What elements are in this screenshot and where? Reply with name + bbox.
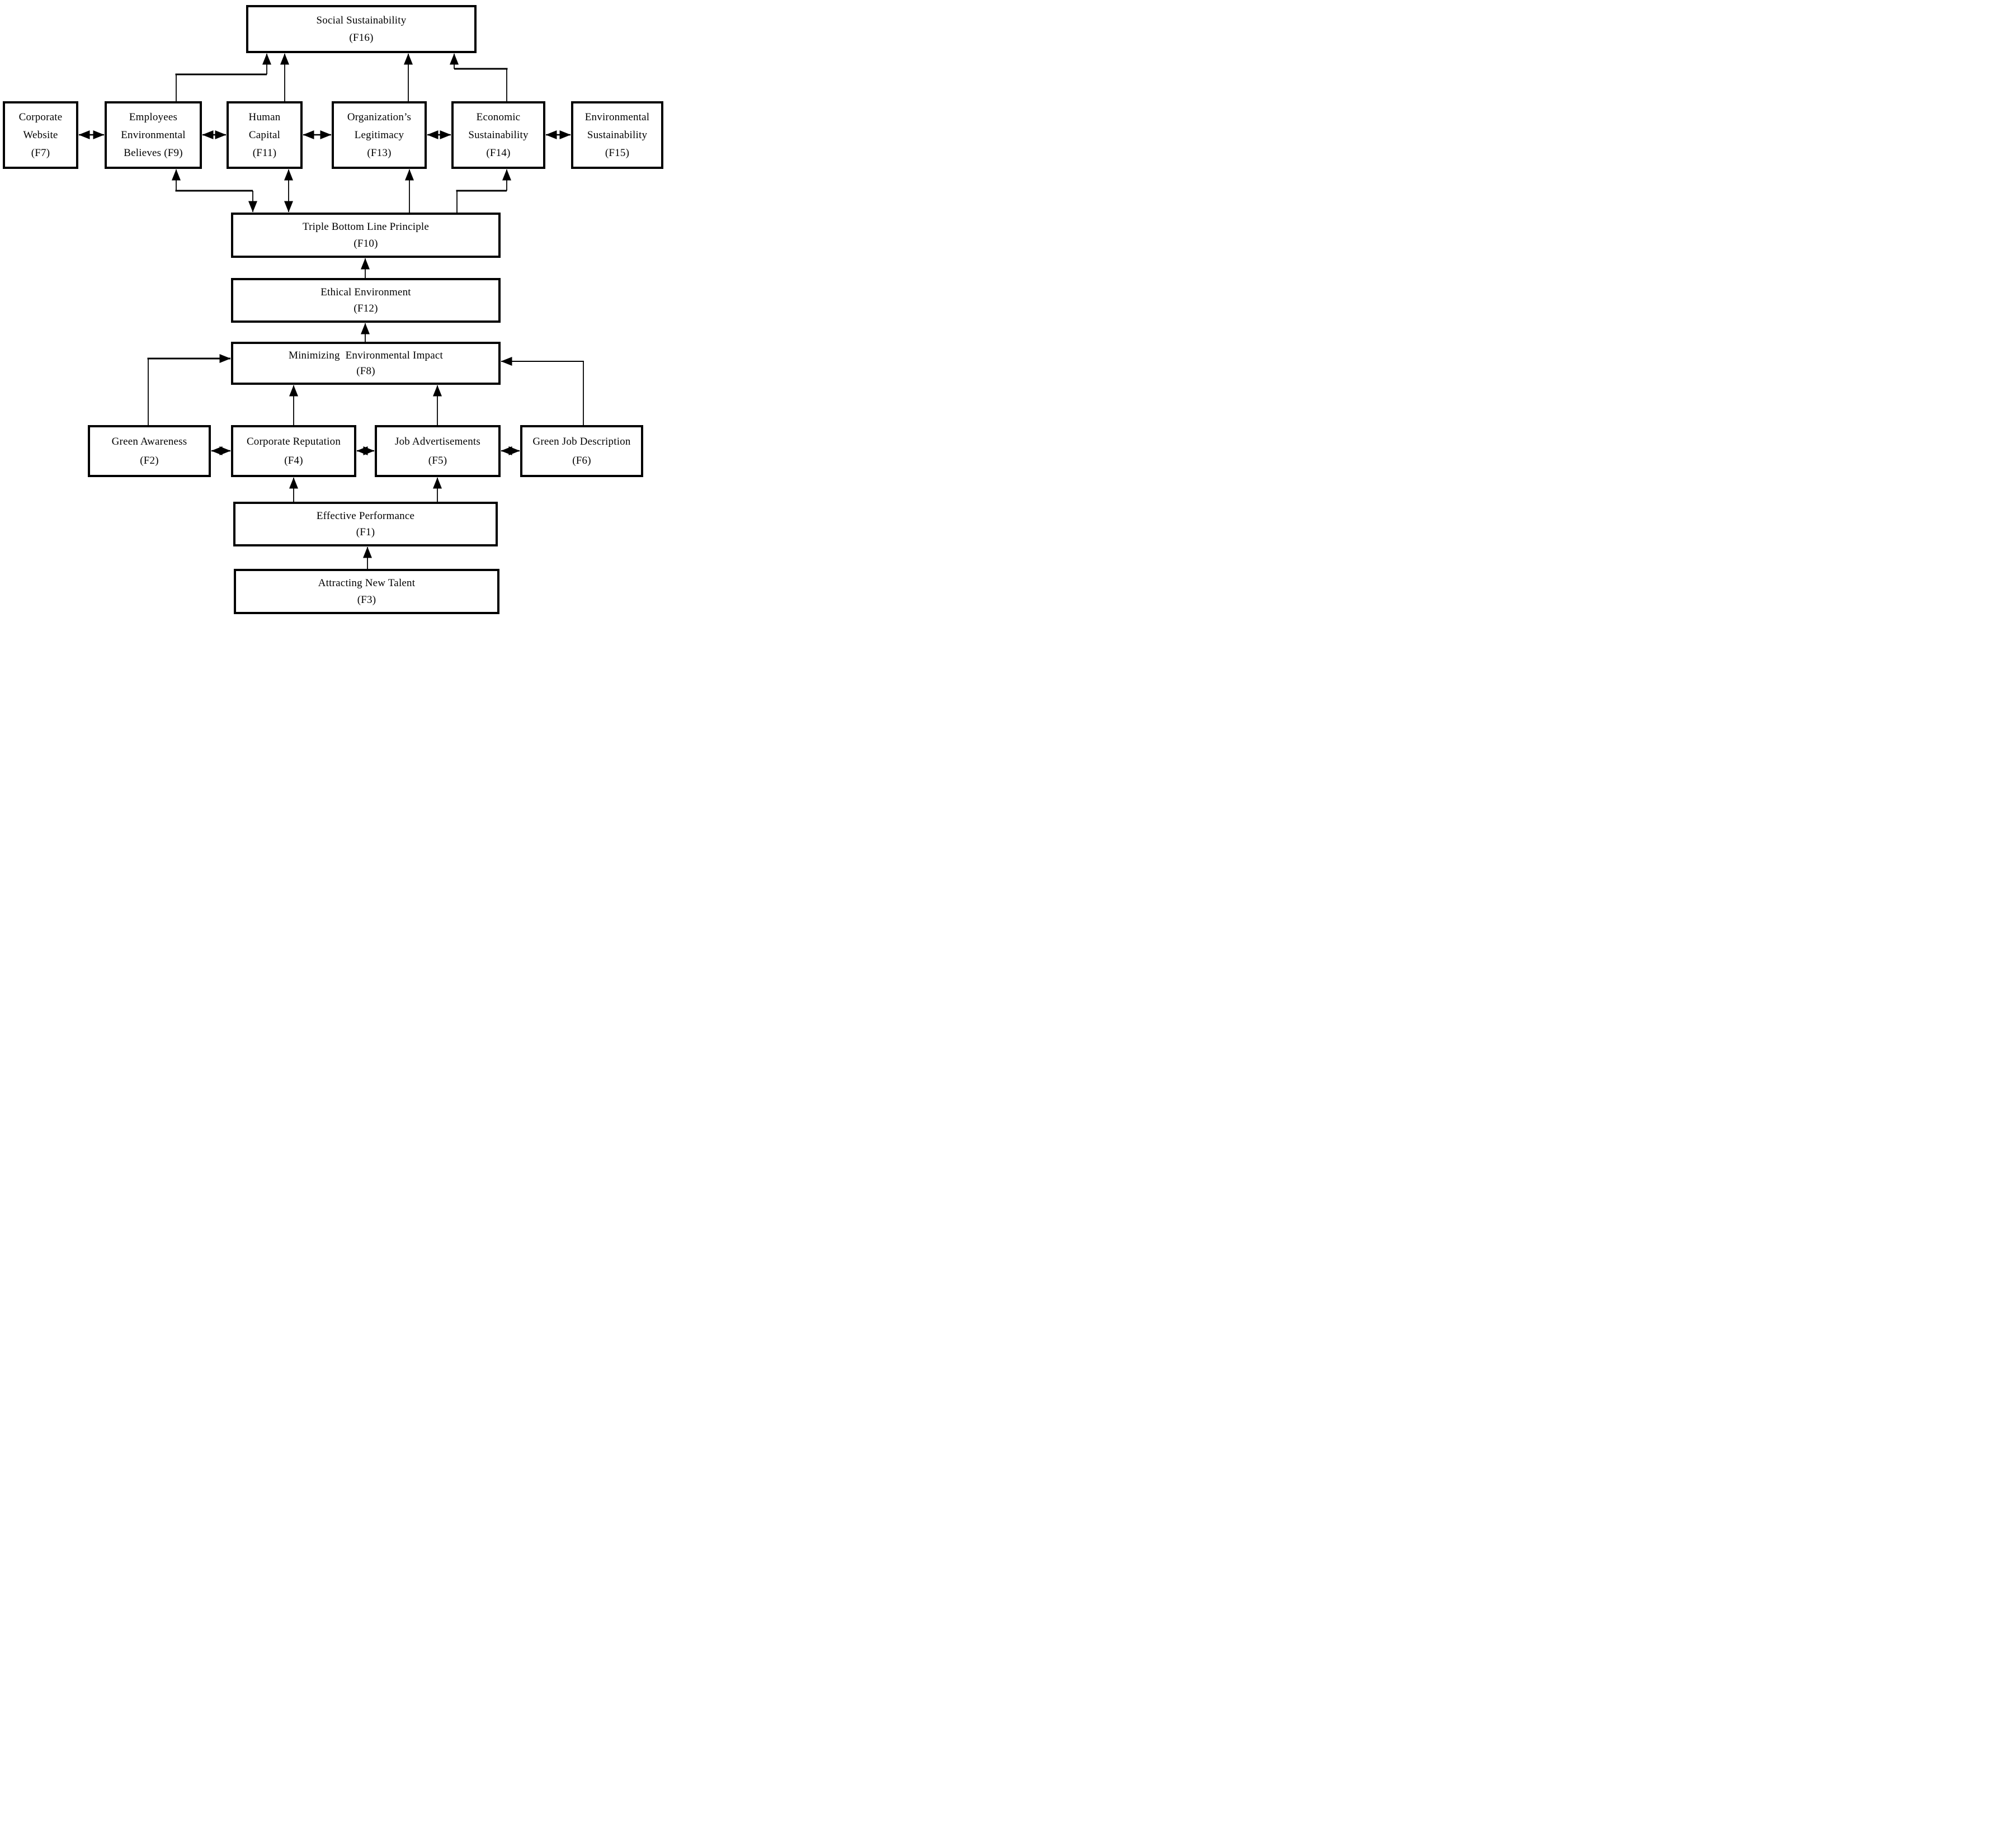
node-f8-minimizing-environmental-impact: Minimizing Environmental Impact (F8) [231,342,501,385]
node-label: Organization’s [347,111,412,123]
node-label: Human [248,111,281,123]
node-f6-green-job-description: Green Job Description (F6) [520,425,643,477]
node-code: (F1) [356,526,375,538]
node-label: Employees [129,111,178,123]
node-label: Ethical Environment [320,286,411,298]
node-f11-human-capital: Human Capital (F11) [227,101,303,169]
node-f4-corporate-reputation: Corporate Reputation (F4) [231,425,356,477]
node-label: Attracting New Talent [318,577,416,590]
node-code: (F13) [367,147,392,159]
connector-f9-to-f16 [175,53,271,101]
node-code: (F12) [353,302,378,314]
node-label: Job Advertisements [395,436,480,448]
node-label: Website [23,129,58,141]
node-code: (F8) [356,365,375,377]
node-code: (F11) [252,147,277,159]
node-code: (F15) [605,147,630,159]
node-label: Economic [476,111,521,123]
node-code: Believes (F9) [124,147,183,159]
node-f15-environmental-sustainability: Environmental Sustainability (F15) [571,101,663,169]
connector-f9-f10-two-way [172,169,257,213]
node-code: (F6) [572,454,591,466]
node-label: Environmental [584,111,650,123]
node-label: Social Sustainability [316,14,407,26]
node-f14-economic-sustainability: Economic Sustainability (F14) [451,101,545,169]
node-code: (F4) [284,454,303,466]
diagram-canvas: Social Sustainability (F16) Corporate We… [0,0,666,616]
node-label: Green Job Description [532,436,631,448]
node-label: Minimizing Environmental Impact [288,349,444,361]
connector-f14-to-f16 [450,53,508,101]
node-f13-organizations-legitimacy: Organization’s Legitimacy (F13) [332,101,427,169]
node-label: Corporate Reputation [246,436,341,448]
node-f3-attracting-new-talent: Attracting New Talent (F3) [234,569,499,614]
connector-f6-to-f8 [501,357,584,425]
node-f1-effective-performance: Effective Performance (F1) [233,502,498,546]
node-f16-social-sustainability: Social Sustainability (F16) [246,5,477,53]
node-f7-corporate-website: Corporate Website (F7) [3,101,78,169]
node-label: Capital [248,129,281,141]
node-f10-triple-bottom-line-principle: Triple Bottom Line Principle (F10) [231,213,501,258]
node-code: (F2) [140,454,159,466]
node-code: (F14) [486,147,511,159]
node-f2-green-awareness: Green Awareness (F2) [88,425,211,477]
node-label: Effective Performance [316,510,415,522]
node-f9-employees-environmental-believes: Employees Environmental Believes (F9) [105,101,202,169]
node-code: (F16) [349,31,374,44]
node-code: (F7) [31,147,50,159]
node-code: (F3) [357,593,376,606]
node-label: Corporate [18,111,63,123]
node-label: Sustainability [468,129,529,141]
connector-f10-to-f14 [456,169,511,213]
node-code: (F10) [353,237,378,249]
node-code: (F5) [428,454,447,466]
node-label: Environmental [121,129,186,141]
node-f12-ethical-environment: Ethical Environment (F12) [231,278,501,323]
node-label: Triple Bottom Line Principle [302,221,430,233]
node-label: Sustainability [587,129,648,141]
node-f5-job-advertisements: Job Advertisements (F5) [375,425,501,477]
node-label: Green Awareness [111,436,187,448]
connector-f2-to-f8 [147,354,231,425]
node-label: Legitimacy [354,129,404,141]
